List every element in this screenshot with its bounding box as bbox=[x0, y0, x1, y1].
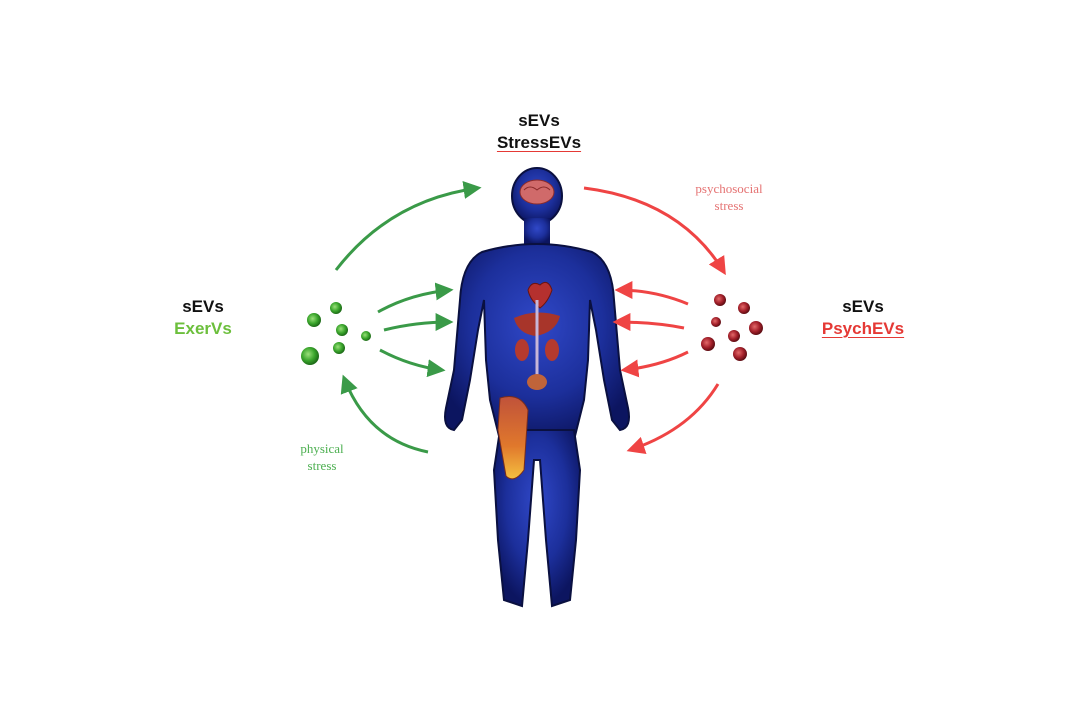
red-vesicle-cluster-icon bbox=[701, 294, 763, 361]
arrow-to-body-red-2 bbox=[612, 313, 685, 332]
exervs-label-line1: sEVs bbox=[182, 297, 224, 316]
arrow-to-body-green-1 bbox=[377, 282, 454, 314]
green-vesicle-cluster-icon bbox=[301, 302, 371, 365]
physical-stress-line2: stress bbox=[307, 458, 337, 473]
arrow-to-brain-green bbox=[334, 181, 482, 271]
arrow-body-to-vesicles-green bbox=[340, 374, 429, 454]
psychevs-label: sEVs PsychEVs bbox=[808, 296, 918, 340]
psychosocial-stress-line2: stress bbox=[714, 198, 744, 213]
psych-arrows bbox=[583, 186, 726, 454]
arrow-vesicles-to-body-red bbox=[626, 383, 720, 454]
psychosocial-stress-label: psychosocial stress bbox=[664, 180, 794, 214]
stressevs-label-line1: sEVs bbox=[518, 111, 560, 130]
exercise-arrows bbox=[334, 181, 482, 454]
arrow-to-body-red-3 bbox=[620, 350, 689, 378]
exervs-label: sEVs ExerVs bbox=[148, 296, 258, 340]
exervs-label-line2: ExerVs bbox=[174, 319, 232, 338]
arrow-to-body-green-3 bbox=[379, 348, 446, 378]
psychevs-label-line1: sEVs bbox=[842, 297, 884, 316]
psychevs-label-line2: PsychEVs bbox=[821, 319, 905, 338]
stressevs-label-line2: StressEVs bbox=[496, 133, 582, 152]
arrow-to-body-red-1 bbox=[614, 281, 689, 306]
stressevs-label: sEVs StressEVs bbox=[469, 110, 609, 154]
arrow-to-body-green-2 bbox=[383, 313, 454, 332]
human-body-anatomy-icon bbox=[444, 167, 630, 608]
psychosocial-stress-line1: psychosocial bbox=[695, 181, 763, 196]
physical-stress-line1: physical bbox=[300, 441, 344, 456]
arrow-brain-to-vesicles-red bbox=[583, 186, 726, 276]
physical-stress-label: physical stress bbox=[272, 440, 372, 474]
